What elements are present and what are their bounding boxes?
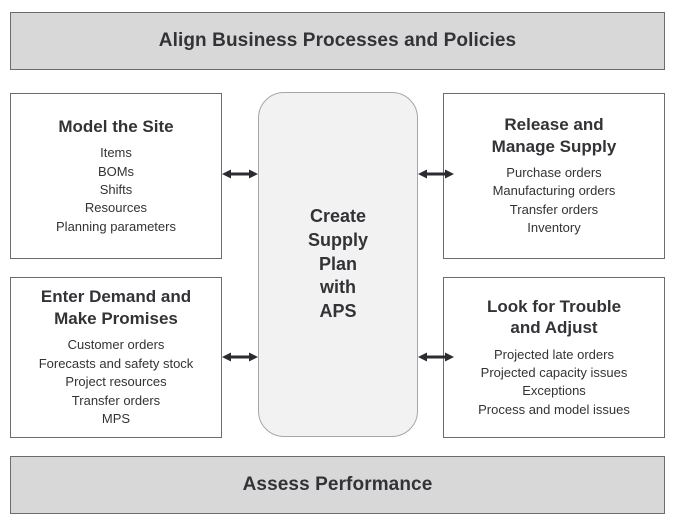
list-item: Transfer orders [509,201,599,217]
box-model-the-site: Model the Site Items BOMs Shifts Resourc… [10,93,222,259]
list-item: Inventory [527,220,581,236]
list-item: Items [100,145,132,161]
banner-top-label: Align Business Processes and Policies [158,30,517,51]
box-look-for-trouble-and-adjust-title: Look for Trouble and Adjust [486,296,622,338]
list-item: Project resources [65,374,167,390]
box-release-and-manage-supply-items: Purchase orders Manufacturing orders Tra… [493,164,616,238]
list-item: Projected capacity issues [480,364,628,380]
banner-align-business-processes: Align Business Processes and Policies [10,12,665,70]
box-enter-demand-and-make-promises-items: Customer orders Forecasts and safety sto… [39,336,194,428]
double-arrow-icon-center-look-trouble [418,352,454,362]
list-item: Customer orders [67,337,165,353]
list-item: Projected late orders [494,346,614,362]
list-item: Forecasts and safety stock [38,355,194,371]
list-item: Planning parameters [56,218,176,234]
list-item: Transfer orders [71,392,161,408]
banner-assess-performance: Assess Performance [10,456,665,514]
list-item: Process and model issues [478,401,630,417]
box-release-and-manage-supply-title: Release and Manage Supply [491,115,617,156]
box-look-for-trouble-and-adjust: Look for Trouble and Adjust Projected la… [443,277,665,438]
box-look-for-trouble-and-adjust-items: Projected late orders Projected capacity… [478,346,630,420]
box-create-supply-plan-with-aps-label: Create Supply Plan with APS [307,205,368,322]
double-arrow-icon-enter-demand-center [222,352,258,362]
double-arrow-icon-model-site-center [222,169,258,179]
list-item: Manufacturing orders [492,183,616,199]
box-enter-demand-and-make-promises-title: Enter Demand and Make Promises [40,287,192,328]
banner-bottom-label: Assess Performance [242,474,433,495]
box-model-the-site-items: Items BOMs Shifts Resources Planning par… [56,144,176,236]
box-model-the-site-title: Model the Site [58,116,174,136]
list-item: Purchase orders [506,165,602,180]
list-item: MPS [101,411,131,427]
list-item: BOMs [97,163,135,179]
double-arrow-icon-center-release-supply [418,169,454,179]
list-item: Resources [84,200,148,216]
box-create-supply-plan-with-aps: Create Supply Plan with APS [258,92,418,437]
box-enter-demand-and-make-promises: Enter Demand and Make Promises Customer … [10,277,222,438]
list-item: Shifts [99,181,133,197]
box-release-and-manage-supply: Release and Manage Supply Purchase order… [443,93,665,259]
list-item: Exceptions [522,383,586,399]
